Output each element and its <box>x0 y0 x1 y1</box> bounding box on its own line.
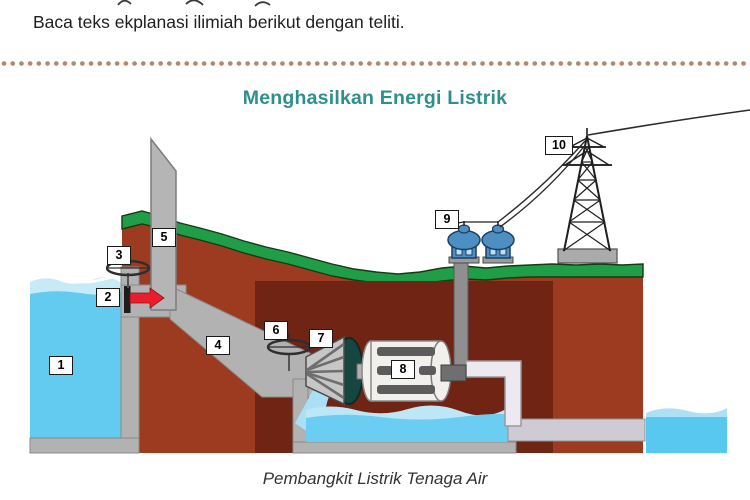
tailrace-water <box>306 405 508 442</box>
cropped-text-fragment <box>117 0 271 7</box>
diagram-label-5: 5 <box>152 228 176 247</box>
surge-tower <box>150 136 177 311</box>
diagram-label-10: 10 <box>545 136 573 155</box>
diagram-caption: Pembangkit Listrik Tenaga Air <box>262 469 488 488</box>
diagram-label-6: 6 <box>264 321 288 340</box>
diagram-label-3: 3 <box>107 246 131 265</box>
power-conduit <box>453 260 469 375</box>
diagram-label-9: 9 <box>435 210 459 229</box>
grass <box>121 210 644 286</box>
reservoir-water <box>29 274 123 440</box>
penstock-pipe <box>169 285 321 398</box>
diagram-label-2: 2 <box>96 288 120 307</box>
diagram-label-8: 8 <box>391 360 415 379</box>
page-title: Menghasilkan Energi Listrik <box>242 87 508 109</box>
diagram-label-1: 1 <box>49 356 73 375</box>
river-water <box>646 408 727 453</box>
outflow-pipe <box>507 418 646 442</box>
generator-shaft <box>440 364 467 382</box>
transmission-tower <box>557 128 618 264</box>
transformer-right <box>481 221 515 264</box>
reservoir-floor <box>29 437 140 454</box>
power-line <box>497 109 750 228</box>
transformer-left <box>447 221 481 264</box>
diagram-label-4: 4 <box>206 336 230 355</box>
channel-floor <box>292 441 517 454</box>
generator-vents <box>377 347 436 394</box>
generator <box>361 340 467 402</box>
diagram-label-7: 7 <box>309 329 333 348</box>
instruction-text: Baca teks ekplanasi ilimiah berikut deng… <box>33 12 405 32</box>
flow-arrow-icon <box>129 287 165 309</box>
intake-gate <box>124 286 131 313</box>
